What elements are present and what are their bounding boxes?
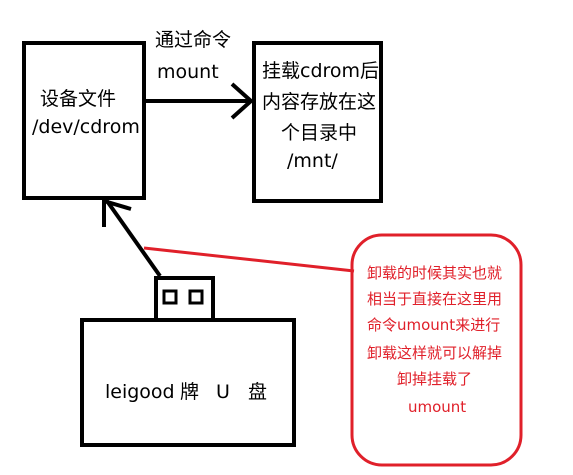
mount-dir-label-line1: 挂载cdrom后 [262, 60, 380, 82]
note-line-5: 卸掉挂载了 [397, 370, 473, 388]
usb-label-pan: 盘 [248, 381, 268, 403]
device-file-label-line1: 设备文件 [40, 88, 117, 110]
usb-body [80, 318, 296, 447]
note-box [350, 233, 523, 467]
usb-pin-right [188, 289, 204, 305]
usb-arrow-shaft [105, 199, 162, 278]
note-line-4: 卸载这样就可以解掉 [367, 344, 503, 362]
arrow-label-line1: 通过命令 [155, 29, 232, 51]
usb-arrow-head [102, 198, 132, 227]
note-line-3: 命令umount来进行 [367, 316, 501, 334]
mount-dir-label-line4: /mnt/ [287, 150, 338, 172]
note-line-2: 相当于直接在这里用 [367, 290, 503, 308]
device-file-box [22, 41, 146, 200]
mount-dir-label-line3: 个目录中 [281, 122, 358, 144]
usb-brand-label: leigood [105, 381, 175, 403]
usb-label-pai: 牌 [180, 381, 200, 403]
usb-label-u: U [216, 381, 230, 403]
note-line-1: 卸载的时候其实也就 [367, 264, 503, 282]
mount-arrow-head [230, 82, 254, 120]
mount-dir-label-line2: 内容存放在这 [262, 91, 377, 113]
usb-pin-left [162, 289, 178, 305]
arrow-label-line2: mount [157, 61, 219, 83]
note-line-6: umount [408, 398, 467, 416]
device-file-label-line2: /dev/cdrom [32, 116, 140, 138]
mount-dir-box [252, 41, 383, 203]
note-connector-line [143, 246, 355, 273]
